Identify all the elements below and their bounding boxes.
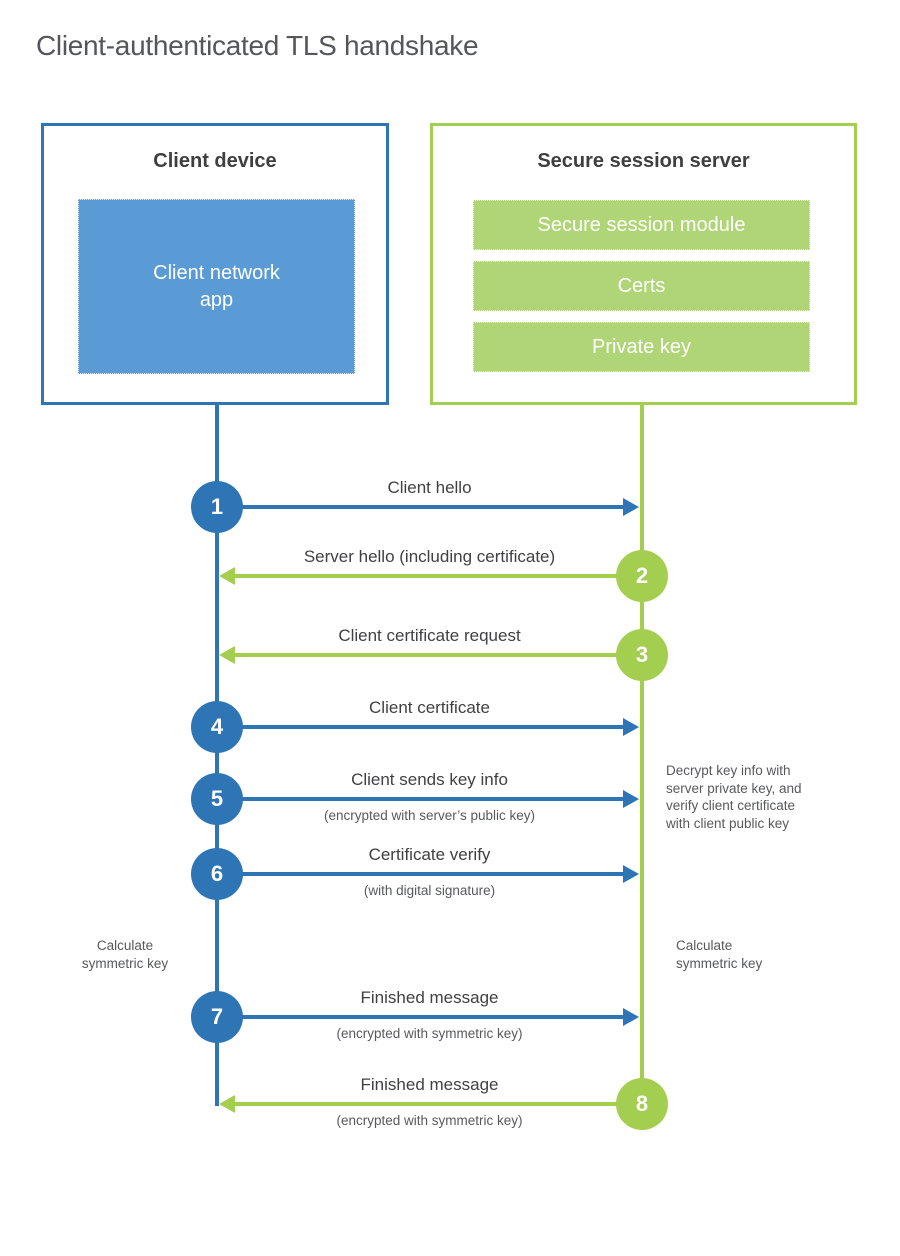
step-number-badge: 4 xyxy=(191,701,243,753)
message-arrow-line xyxy=(234,653,640,657)
message-label: Client hello xyxy=(387,478,472,497)
message-label: Client sends key info xyxy=(351,770,508,789)
message-label: Client certificate request xyxy=(338,626,521,645)
step-number-badge: 3 xyxy=(616,629,668,681)
message-arrow-head-icon xyxy=(219,646,235,664)
step-number-badge: 7 xyxy=(191,991,243,1043)
client-device-title: Client device xyxy=(153,150,277,172)
step-number-badge: 1 xyxy=(191,481,243,533)
message-arrow-head-icon xyxy=(623,718,639,736)
client-network-app-box: Client network app xyxy=(78,199,355,374)
client-lifeline xyxy=(215,404,219,1106)
message-label: Client certificate xyxy=(369,698,490,717)
step-number-badge: 8 xyxy=(616,1078,668,1130)
message-arrow-head-icon xyxy=(623,865,639,883)
server-module-private-key: Private key xyxy=(473,322,810,372)
message-arrow-head-icon xyxy=(623,1008,639,1026)
message-arrow-line xyxy=(218,872,624,876)
secure-session-server-title: Secure session server xyxy=(537,150,750,172)
message-arrow-line xyxy=(234,1102,640,1106)
message-arrow-line xyxy=(218,1015,624,1019)
message-sublabel: (encrypted with symmetric key) xyxy=(336,1026,523,1041)
message-label: Certificate verify xyxy=(368,845,491,864)
message-arrow-head-icon xyxy=(219,567,235,585)
message-arrow-head-icon xyxy=(219,1095,235,1113)
note-decrypt-key-info: Decrypt key info with server private key… xyxy=(666,763,802,831)
message-arrow-head-icon xyxy=(623,790,639,808)
note-calculate-symmetric-key-server: Calculate symmetric key xyxy=(676,938,763,971)
message-arrow-line xyxy=(218,797,624,801)
server-module-secure-session: Secure session module xyxy=(473,200,810,250)
message-arrow-line xyxy=(218,505,624,509)
message-arrow-line xyxy=(234,574,640,578)
server-module-certs: Certs xyxy=(473,261,810,311)
message-arrow-line xyxy=(218,725,624,729)
message-arrow-head-icon xyxy=(623,498,639,516)
message-label: Server hello (including certificate) xyxy=(303,547,556,566)
message-sublabel: (encrypted with server’s public key) xyxy=(323,808,536,823)
message-label: Finished message xyxy=(360,1075,499,1094)
message-sublabel: (encrypted with symmetric key) xyxy=(336,1113,523,1128)
message-sublabel: (with digital signature) xyxy=(363,883,496,898)
page-title: Client-authenticated TLS handshake xyxy=(36,30,479,61)
server-lifeline xyxy=(640,404,644,1130)
note-calculate-symmetric-key-client: Calculate symmetric key xyxy=(81,938,169,971)
step-number-badge: 5 xyxy=(191,773,243,825)
message-label: Finished message xyxy=(360,988,499,1007)
step-number-badge: 6 xyxy=(191,848,243,900)
step-number-badge: 2 xyxy=(616,550,668,602)
